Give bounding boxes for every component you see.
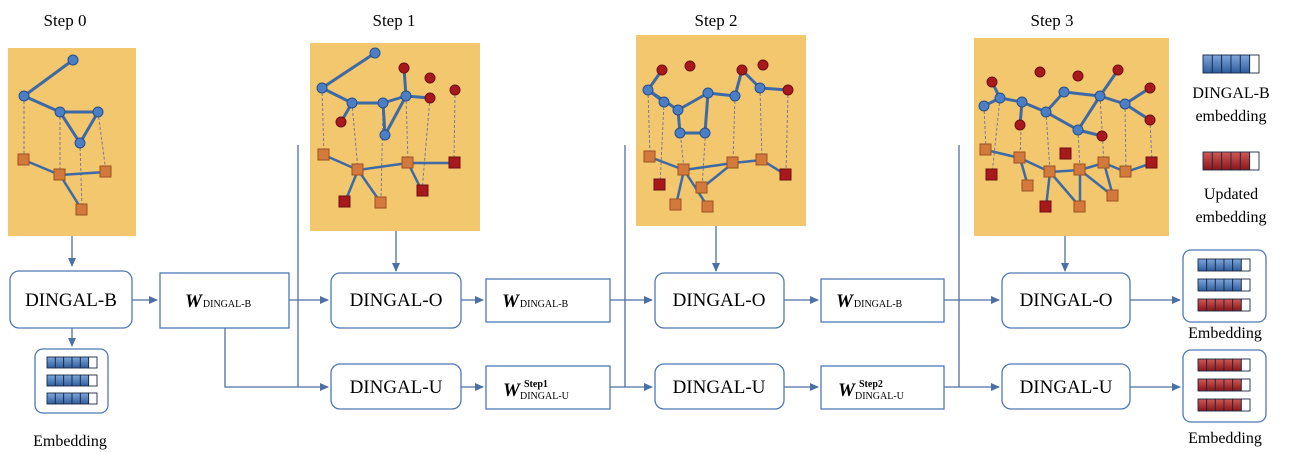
legend-base-bar	[1202, 54, 1260, 74]
embedding-label-online: Embedding	[1188, 325, 1262, 342]
step-2-label: Step 2	[695, 11, 738, 30]
dingal-u-box-step-1: DINGAL-U	[330, 363, 462, 410]
svg-text:DINGAL-U: DINGAL-U	[1020, 377, 1113, 398]
svg-text:DINGAL-U: DINGAL-U	[855, 391, 905, 402]
svg-text:DINGAL-O: DINGAL-O	[1020, 290, 1113, 311]
svg-text:W: W	[503, 380, 521, 401]
step-1-label: Step 1	[373, 11, 416, 30]
w-dingal-b-box-2: WDINGAL-B	[485, 278, 611, 323]
svg-text:DINGAL-B: DINGAL-B	[1192, 85, 1269, 102]
dingal-o-box-step-3: DINGAL-O	[1001, 272, 1131, 329]
embedding-bar	[1197, 258, 1251, 272]
step-3-label: Step 3	[1031, 11, 1074, 30]
w-dingal-u-step1-box: W Step1 DINGAL-U	[485, 365, 611, 410]
svg-text:embedding: embedding	[1195, 209, 1266, 226]
w-dingal-u-step2-box: W Step2 DINGAL-U	[820, 365, 945, 410]
graph-panel-step-0	[8, 48, 136, 236]
svg-text:Step1: Step1	[524, 379, 548, 390]
svg-text:DINGAL-O: DINGAL-O	[350, 290, 443, 311]
embedding-bar	[1197, 378, 1251, 392]
graph-panel-step-1	[310, 43, 480, 231]
svg-text:embedding: embedding	[1195, 108, 1266, 125]
embedding-stack-step-0	[34, 348, 109, 414]
dingal-u-box-step-2: DINGAL-U	[654, 363, 785, 410]
embedding-label-update: Embedding	[1188, 430, 1262, 447]
embedding-bar	[46, 356, 98, 369]
embedding-bar	[46, 374, 98, 387]
w-dingal-b-box-1: WDINGAL-B	[159, 272, 290, 329]
step-0-label: Step 0	[44, 11, 87, 30]
svg-text:WDINGAL-B: WDINGAL-B	[185, 291, 252, 312]
svg-text:DINGAL-U: DINGAL-U	[520, 391, 570, 402]
graph-panel-step-3	[974, 38, 1169, 236]
svg-text:DINGAL-O: DINGAL-O	[673, 290, 766, 311]
embedding-label-step-0: Embedding	[33, 433, 107, 450]
svg-text:WDINGAL-B: WDINGAL-B	[836, 291, 903, 312]
dingal-b-label: DINGAL-B	[25, 290, 117, 311]
embedding-bar	[1197, 398, 1251, 412]
embedding-bar	[1197, 358, 1251, 372]
embedding-stack-update	[1182, 349, 1267, 423]
embedding-stack-online	[1182, 249, 1267, 323]
svg-text:WDINGAL-B: WDINGAL-B	[502, 291, 569, 312]
svg-text:Step2: Step2	[859, 379, 883, 390]
embedding-bar	[1197, 278, 1251, 292]
svg-text:DINGAL-U: DINGAL-U	[350, 377, 443, 398]
dingal-u-box-step-3: DINGAL-U	[1001, 363, 1131, 410]
legend-updated-embedding: Updated embedding	[1195, 151, 1267, 226]
dingal-b-box: DINGAL-B	[9, 270, 133, 329]
legend-updated-bar	[1202, 151, 1260, 171]
svg-text:DINGAL-U: DINGAL-U	[673, 377, 766, 398]
dingal-o-box-step-1: DINGAL-O	[330, 272, 462, 329]
graph-panel-step-2	[636, 35, 806, 226]
embedding-bar	[46, 392, 98, 405]
legend-base-embedding: DINGAL-B embedding	[1192, 54, 1270, 125]
dingal-o-box-step-2: DINGAL-O	[654, 272, 785, 329]
embedding-bar	[1197, 298, 1251, 312]
w-dingal-b-box-3: WDINGAL-B	[820, 278, 945, 323]
connectors	[68, 145, 1181, 391]
svg-text:Updated: Updated	[1204, 186, 1258, 203]
svg-text:W: W	[838, 380, 856, 401]
